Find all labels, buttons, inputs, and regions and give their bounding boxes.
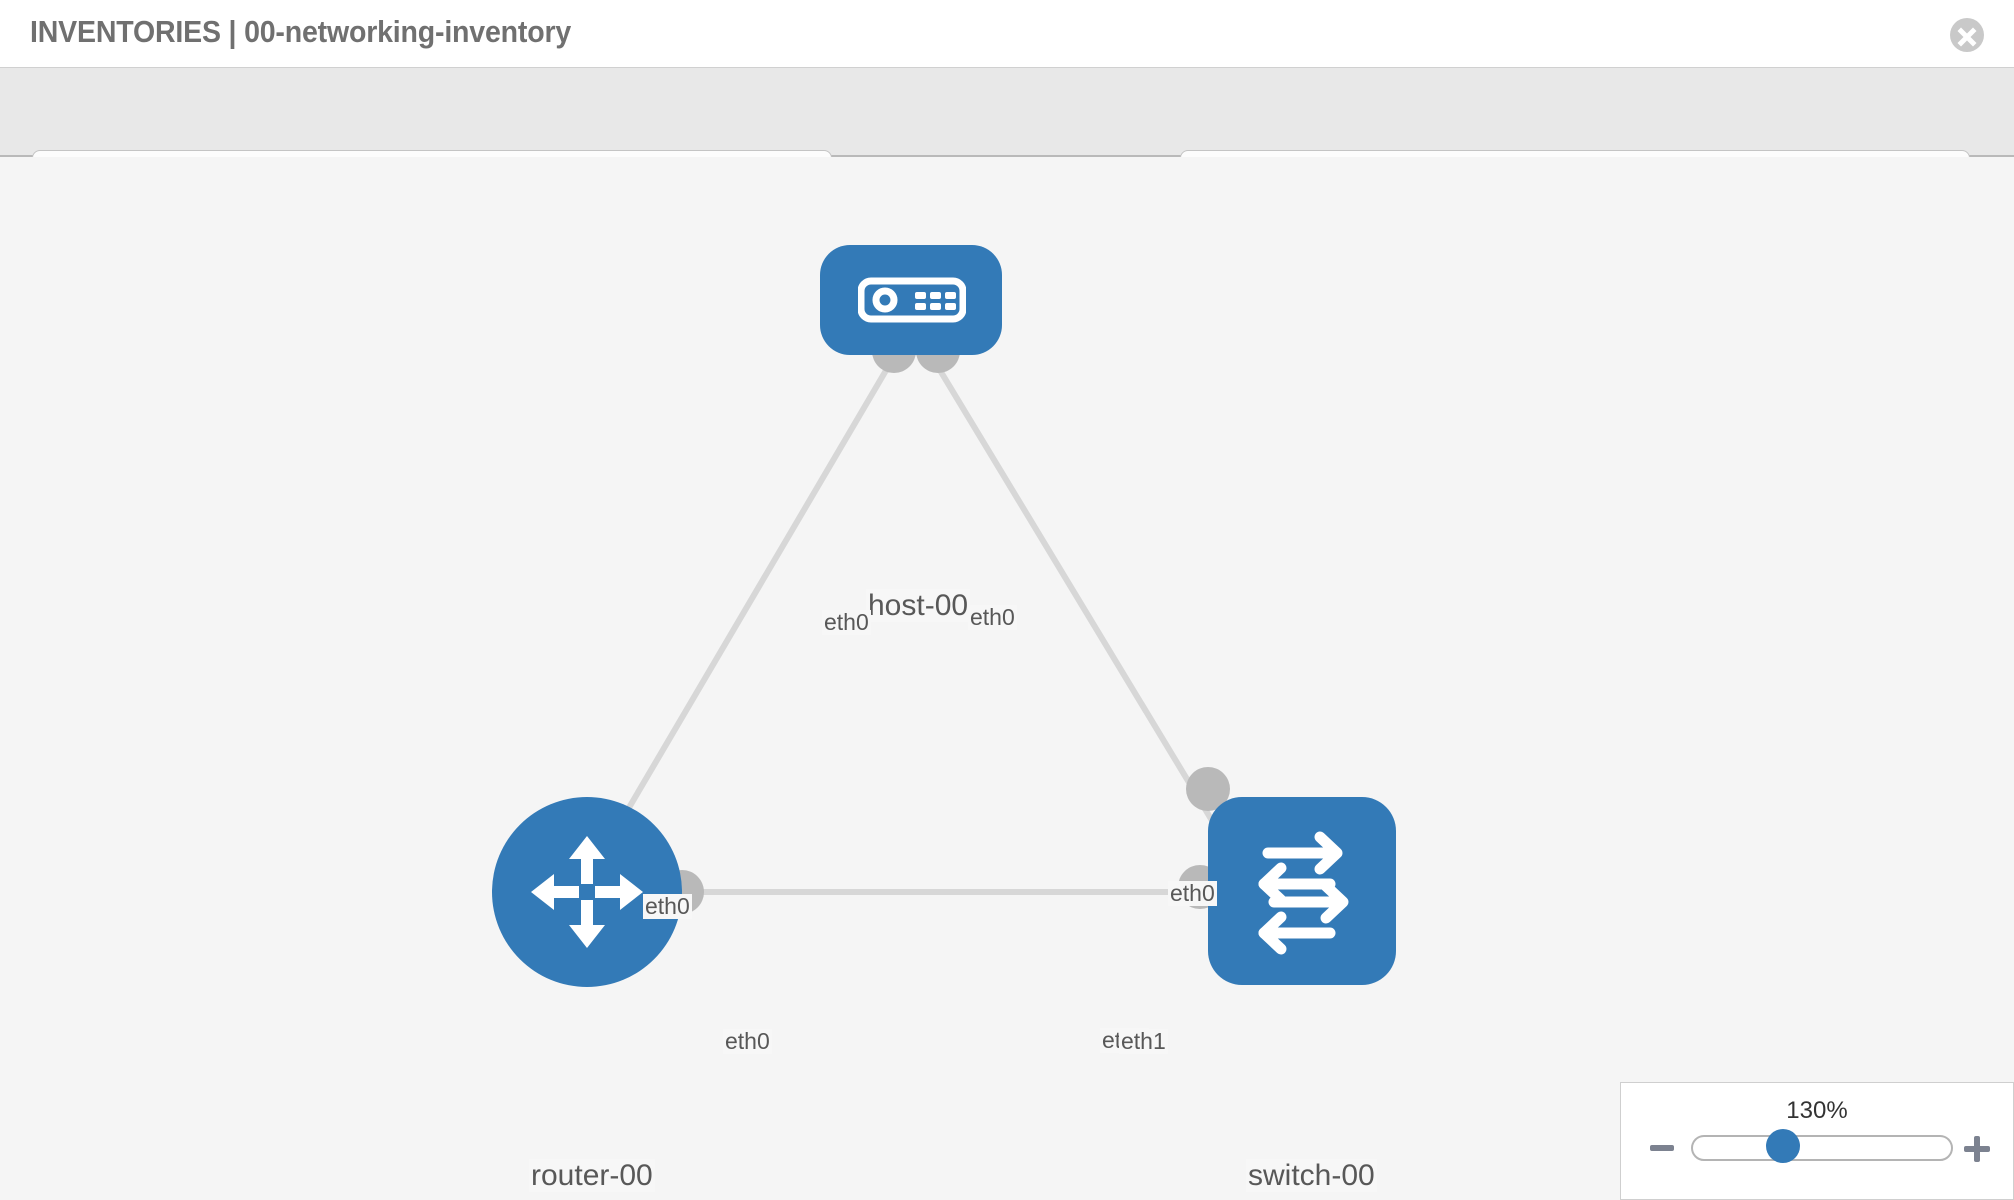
topology-node-host-00[interactable] [820, 245, 1002, 373]
router-node-shape [492, 797, 682, 987]
zoom-level-value: 130% [1786, 1097, 1848, 1124]
node-label-host-00: host-00 [866, 589, 971, 622]
toolbar: ACTIONS SEARCH [0, 68, 2014, 207]
close-icon[interactable] [1950, 18, 1984, 52]
zoom-slider-thumb[interactable] [1766, 1129, 1800, 1163]
node-label-switch-00: switch-00 [1246, 1159, 1377, 1192]
switch-arrows-icon [1258, 831, 1349, 955]
topology-node-router-00[interactable] [492, 797, 704, 987]
server-icon [858, 277, 966, 323]
edge-host-router [597, 364, 891, 860]
interface-label: eth0 [968, 604, 1017, 631]
page-header: INVENTORIES | 00-networking-inventory [0, 0, 2014, 68]
interface-label: eth0 [822, 609, 871, 636]
node-label-router-00: router-00 [529, 1159, 655, 1192]
topology-node-switch-00[interactable] [1178, 767, 1396, 985]
host-node-shape [820, 245, 1002, 355]
topology-edges [597, 364, 1237, 895]
interface-label: eth1 [1119, 1028, 1168, 1055]
interface-label: eth0 [643, 893, 692, 920]
interface-label: eth0 [723, 1028, 772, 1055]
edge-host-switch [935, 364, 1237, 860]
zoom-slider[interactable] [1691, 1135, 1953, 1161]
topology-canvas[interactable]: host-00 router-00 [0, 157, 2014, 1200]
minus-icon[interactable] [1649, 1135, 1675, 1166]
switch-node-shape [1208, 797, 1396, 985]
plus-icon[interactable] [1963, 1135, 1991, 1168]
interface-label: eth0 [1168, 880, 1217, 907]
zoom-control-panel: 130% [1620, 1082, 2014, 1200]
router-arrows-icon [531, 836, 643, 948]
page-title: INVENTORIES | 00-networking-inventory [30, 14, 572, 49]
